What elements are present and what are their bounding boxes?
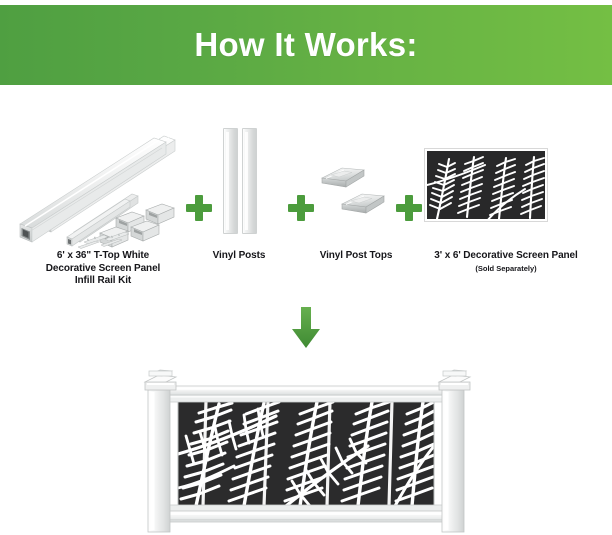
component-infill-rail-kit: 6' x 36" T-Top White Decorative Screen P… xyxy=(12,120,194,288)
plus-sign-2 xyxy=(288,195,314,221)
components-row: 6' x 36" T-Top White Decorative Screen P… xyxy=(0,92,612,302)
flow-arrow-container xyxy=(0,305,612,355)
plus-sign-1 xyxy=(186,195,212,221)
plus-sign-3 xyxy=(396,195,422,221)
label-line: Decorative Screen Panel xyxy=(45,262,161,274)
label-line: 6' x 36" T-Top White xyxy=(56,250,150,261)
rail-kit-image xyxy=(12,120,194,250)
left-post xyxy=(143,369,178,533)
component-label: 6' x 36" T-Top White Decorative Screen P… xyxy=(12,250,194,288)
label-line: Infill Rail Kit xyxy=(74,275,132,286)
vinyl-posts-image xyxy=(200,120,278,250)
component-label: Vinyl Posts xyxy=(200,250,278,263)
decorative-screen-panel-image xyxy=(410,120,602,250)
assembled-railing xyxy=(0,358,612,535)
page-title: How It Works: xyxy=(194,26,418,63)
vinyl-post xyxy=(223,128,238,234)
component-label: 3' x 6' Decorative Screen Panel xyxy=(410,250,602,263)
screen-panel-pattern xyxy=(427,151,545,219)
component-label: Vinyl Post Tops xyxy=(304,250,408,263)
arrow-down-icon xyxy=(292,307,320,348)
component-vinyl-posts: Vinyl Posts xyxy=(200,120,278,263)
label-line: Vinyl Posts xyxy=(212,250,266,261)
vinyl-post xyxy=(242,128,257,234)
label-line: Vinyl Post Tops xyxy=(319,250,393,261)
screen-panel-frame xyxy=(424,148,548,222)
right-post xyxy=(437,369,472,533)
vinyl-post-tops-image xyxy=(304,120,408,250)
label-line: 3' x 6' Decorative Screen Panel xyxy=(434,250,578,261)
component-decorative-screen-panel: 3' x 6' Decorative Screen Panel (Sold Se… xyxy=(410,120,602,274)
component-vinyl-post-tops: Vinyl Post Tops xyxy=(304,120,408,263)
component-sublabel: (Sold Separately) xyxy=(475,263,537,273)
header-banner: How It Works: xyxy=(0,5,612,85)
